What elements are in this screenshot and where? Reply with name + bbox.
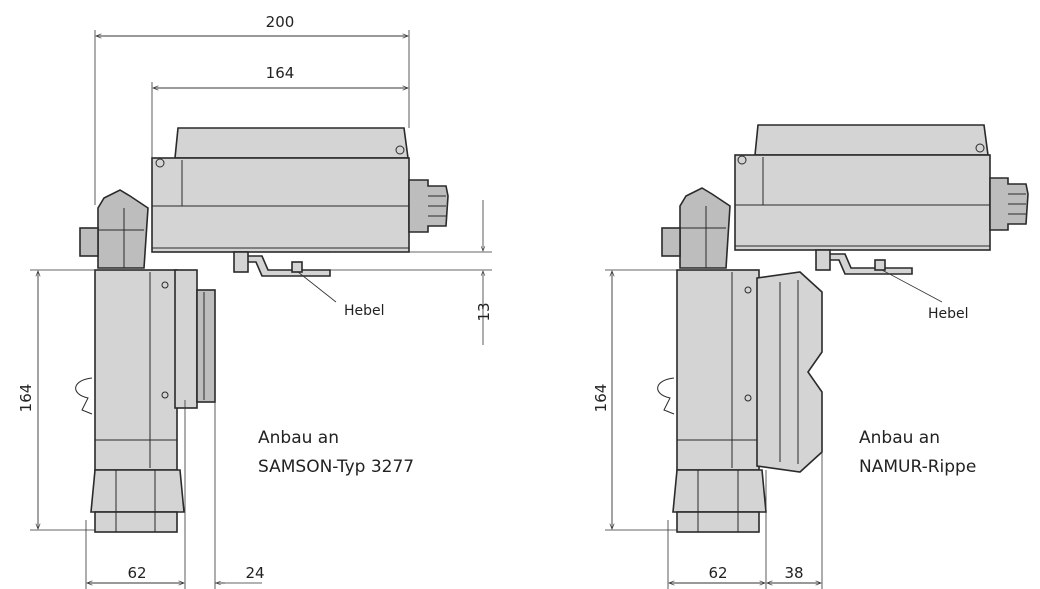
left-lever bbox=[236, 255, 331, 277]
dim-164-top-label: 164 bbox=[266, 64, 295, 82]
right-namur-adapter bbox=[756, 271, 823, 473]
left-lever-leader bbox=[297, 271, 337, 303]
dim-200-label: 200 bbox=[266, 13, 295, 31]
right-handle bbox=[657, 377, 675, 415]
left-handle bbox=[75, 377, 93, 415]
left-caption-line2: SAMSON-Typ 3277 bbox=[258, 457, 414, 477]
right-caption-line2: NAMUR-Rippe bbox=[859, 457, 976, 477]
dim-13-label: 13 bbox=[475, 302, 493, 321]
right-dimensions: 164 Hebel 62 38 bbox=[592, 269, 969, 589]
right-caption-line1: Anbau an bbox=[859, 428, 940, 448]
right-bottom-fitting bbox=[672, 469, 767, 513]
right-lever-leader bbox=[881, 269, 943, 303]
right-main-housing bbox=[734, 154, 991, 251]
dim-24-label: 24 bbox=[245, 564, 264, 582]
dim-62-left-label: 62 bbox=[127, 564, 146, 582]
dim-164-vertical-label: 164 bbox=[17, 384, 35, 413]
left-main-housing bbox=[151, 157, 410, 253]
dim-164-right-label: 164 bbox=[592, 384, 610, 413]
left-caption-line1: Anbau an bbox=[258, 428, 339, 448]
left-adapter-block bbox=[196, 289, 216, 403]
left-device bbox=[75, 127, 449, 533]
left-adapter-plate bbox=[174, 269, 198, 409]
left-dimensions: 200 164 164 13 Hebel 62 24 bbox=[17, 13, 493, 589]
left-bottom-fitting bbox=[90, 469, 185, 513]
dim-62-right-label: 62 bbox=[708, 564, 727, 582]
right-lever bbox=[819, 253, 913, 275]
left-lever-label: Hebel bbox=[344, 303, 385, 319]
left-connector-block bbox=[97, 189, 149, 269]
right-device bbox=[657, 124, 1029, 533]
right-top-cover bbox=[754, 124, 989, 156]
left-top-cover bbox=[174, 127, 409, 159]
right-lever-label: Hebel bbox=[928, 306, 969, 322]
dim-38-label: 38 bbox=[784, 564, 803, 582]
